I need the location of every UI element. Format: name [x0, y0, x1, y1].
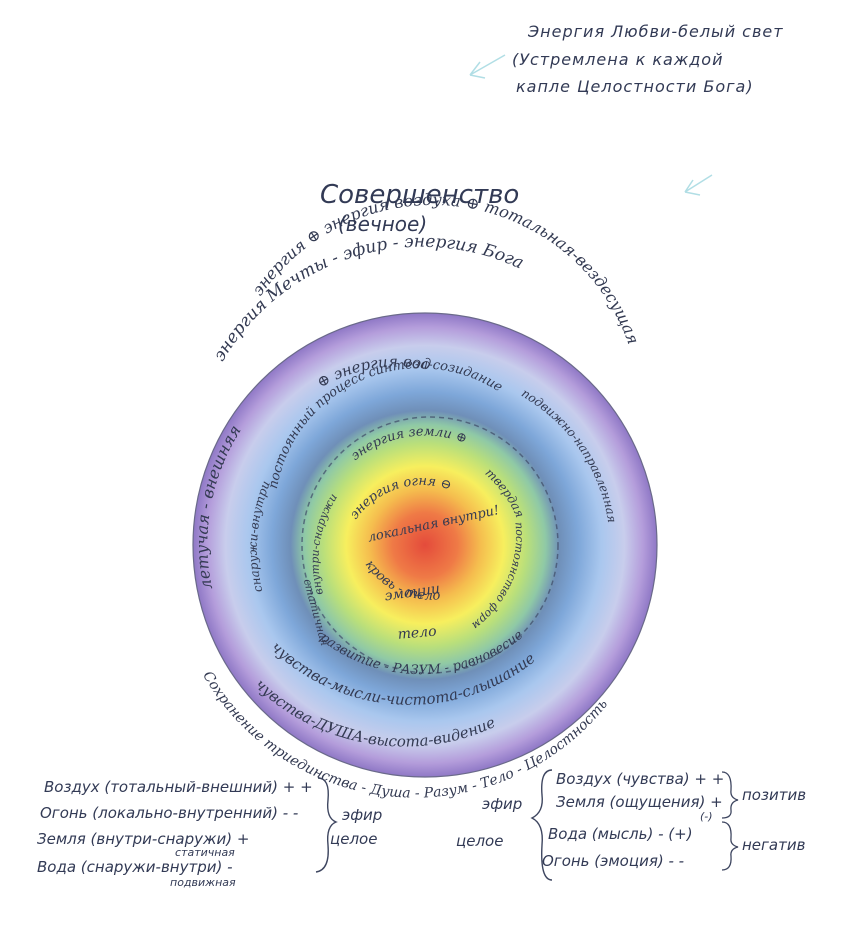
legend-right-negative: негатив	[742, 836, 806, 854]
right-positive-bracket	[721, 771, 739, 819]
right-negative-bracket	[721, 821, 739, 871]
body-label: тело	[397, 624, 437, 643]
legend-left-row-air: Воздух (тотальный-внешний) + +	[44, 778, 313, 796]
legend-left-sub-moving: подвижная	[170, 876, 236, 889]
legend-left-ether: эфир	[342, 806, 383, 824]
legend-left-sub-static: статичная	[175, 846, 235, 859]
top-note-line2: (Устремлена к каждой	[512, 50, 724, 69]
right-outer-bracket	[530, 769, 553, 881]
emotions-label: эмоции	[384, 581, 441, 605]
legend-right-ether: эфир	[482, 795, 523, 813]
page-title: Совершенство	[320, 180, 520, 210]
energy-circle-outline	[192, 312, 658, 778]
top-note-line1: Энергия Любви-белый свет	[528, 22, 784, 41]
legend-right-whole: целое	[456, 832, 504, 850]
legend-left-row-earth: Земля (внутри-снаружи) +	[37, 830, 250, 848]
left-bracket	[315, 777, 338, 873]
legend-right-row-water: Вода (мысль) - (+)	[548, 825, 693, 843]
page-subtitle: (вечное)	[338, 212, 428, 236]
legend-right-row-fire: Огонь (эмоция) - -	[542, 852, 685, 870]
legend-right-minus: (-)	[700, 810, 713, 823]
legend-right-positive: позитив	[742, 786, 807, 804]
light-arrows	[469, 54, 713, 196]
legend-right-row-air: Воздух (чувства) + +	[556, 770, 725, 788]
legend-right-row-earth: Земля (ощущения) +	[556, 793, 723, 811]
legend-left-row-fire: Огонь (локально-внутренний) - -	[40, 804, 299, 822]
top-note-line3: капле Целостности Бога)	[516, 77, 754, 96]
legend-left-whole: целое	[330, 830, 378, 848]
energy-circle	[193, 313, 657, 777]
legend-left-row-water: Вода (снаружи-внутри) -	[37, 858, 233, 876]
inner-dashed-ring	[301, 416, 559, 674]
